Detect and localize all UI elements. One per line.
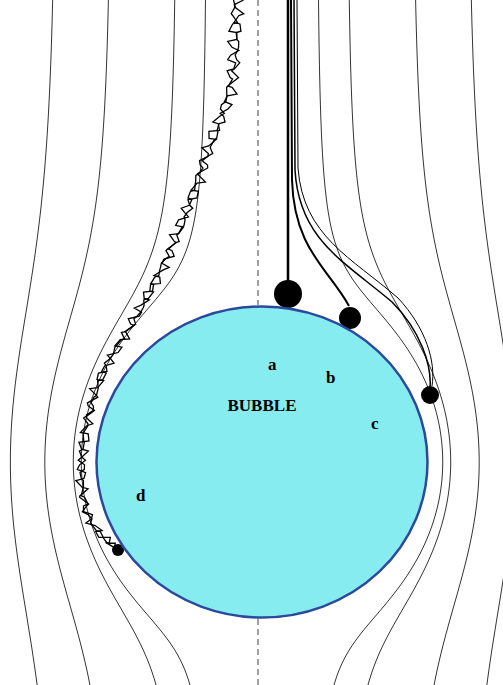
- bubble: BUBBLE: [95, 305, 429, 619]
- bubble-shape: [97, 307, 428, 618]
- bubble-outline: [95, 305, 429, 619]
- particle: [274, 280, 302, 308]
- streamline: [471, 0, 503, 685]
- trajectory-label: b: [326, 369, 335, 388]
- streamline: [416, 0, 480, 685]
- trajectory-label: d: [136, 487, 145, 506]
- trajectory: [287, 0, 290, 282]
- streamlines: [10, 0, 503, 685]
- streamline: [45, 0, 109, 685]
- symmetry-axis: [258, 619, 259, 685]
- symmetry-axis: [258, 0, 259, 305]
- streamline: [10, 0, 52, 685]
- bubble-label: BUBBLE: [95, 397, 429, 416]
- trajectory-label: a: [268, 356, 277, 375]
- particle: [421, 386, 439, 404]
- trajectory-label: c: [371, 415, 379, 434]
